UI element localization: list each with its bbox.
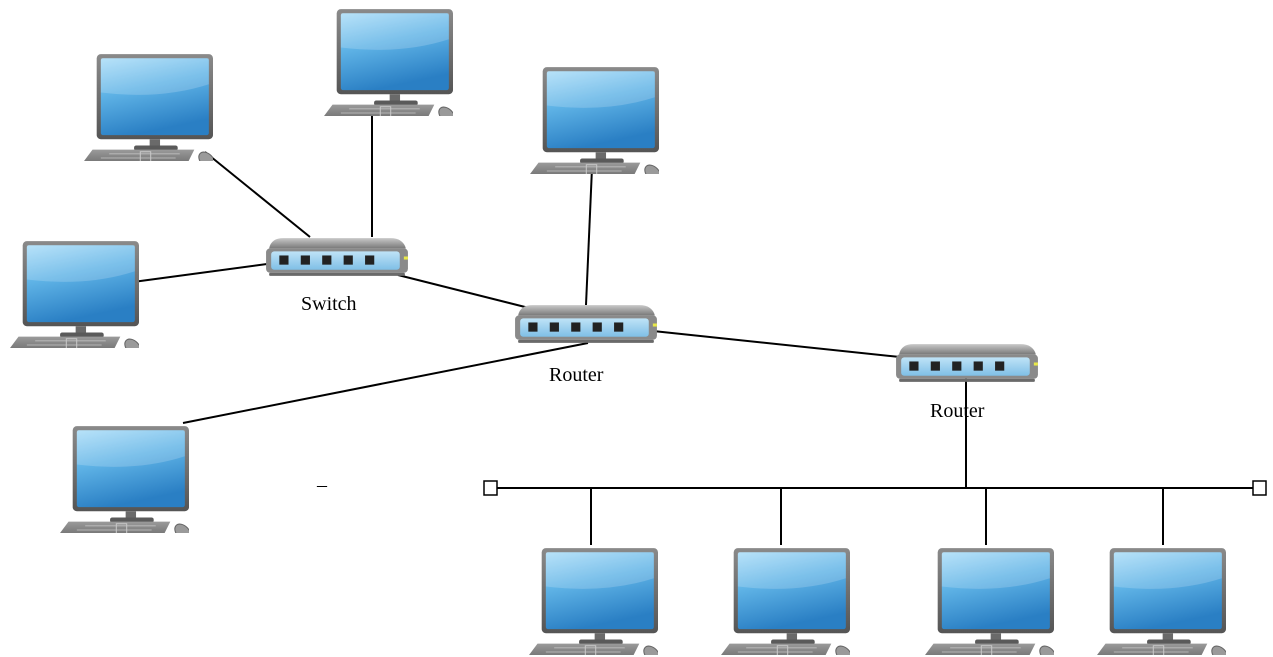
bus-line <box>497 487 1253 545</box>
link-pc-bottom-left-router <box>182 342 589 424</box>
computer-icon-left <box>5 240 139 348</box>
computer-icon-bottom-left <box>55 425 189 533</box>
switch-label: Switch <box>301 293 357 315</box>
computer-icon-top-middle <box>319 8 453 116</box>
link-switch-router <box>397 274 538 311</box>
computer-icon-top-left <box>79 53 213 161</box>
bus-terminator-left <box>483 480 498 496</box>
computer-icon-bus-4 <box>1092 547 1226 655</box>
computer-icon-bus-1 <box>524 547 658 655</box>
router-right-label: Router <box>930 400 985 422</box>
link-pc-top-right-router <box>585 167 593 306</box>
switch-icon <box>266 238 408 276</box>
computer-icon-bus-2 <box>716 547 850 655</box>
computer-icon-bus-3 <box>920 547 1054 655</box>
router-icon-right <box>896 344 1038 382</box>
router-center-label: Router <box>549 364 604 386</box>
computer-icon-top-right <box>525 66 659 174</box>
bus-terminator-right <box>1252 480 1267 496</box>
link-router-router <box>652 330 901 358</box>
router-icon-center <box>515 305 657 343</box>
link-pc-top-left-switch <box>204 151 311 238</box>
connections <box>132 112 967 488</box>
link-pc-left-switch <box>132 263 268 283</box>
stray-dash-mark: – <box>317 474 327 496</box>
